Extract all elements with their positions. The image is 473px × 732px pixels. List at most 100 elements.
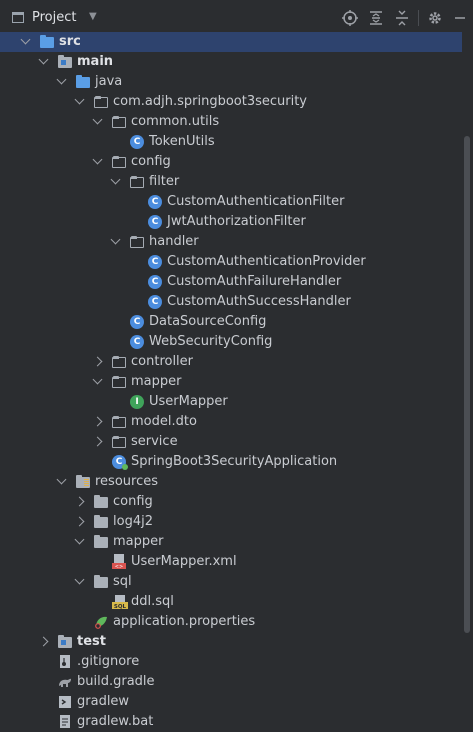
tree-node-label: gradlew.bat <box>77 714 154 729</box>
chevron-down-icon[interactable] <box>74 534 85 545</box>
chevron-down-icon[interactable] <box>56 474 67 485</box>
tree-node-label: com.adjh.springboot3security <box>113 94 308 109</box>
tree-row-mapper[interactable]: mapper <box>0 372 462 392</box>
tree-row-gradlew[interactable]: gradlew <box>0 692 462 712</box>
project-view-title[interactable]: Project <box>32 10 77 25</box>
tree-row-config[interactable]: config <box>0 152 462 172</box>
tree-row-application-properties[interactable]: application.properties <box>0 612 462 632</box>
tree-row-com-adjh-springboot3security[interactable]: com.adjh.springboot3security <box>0 92 462 112</box>
chevron-down-icon[interactable] <box>92 114 103 125</box>
tree-row-config[interactable]: config <box>0 492 462 512</box>
tree-node-label: java <box>95 74 123 89</box>
tree-row-service[interactable]: service <box>0 432 462 452</box>
class-icon: C <box>148 255 162 269</box>
tree-node-label: .gitignore <box>77 654 140 669</box>
tree-node-label: mapper <box>113 534 164 549</box>
chevron-down-icon[interactable] <box>92 374 103 385</box>
folder-icon <box>94 575 108 588</box>
chevron-down-icon[interactable] <box>92 154 103 165</box>
tree-node-label: sql <box>113 574 132 589</box>
tree-node-label: CustomAuthenticationFilter <box>167 194 345 209</box>
chevron-right-icon[interactable] <box>92 416 103 427</box>
folder-icon <box>76 75 90 88</box>
chevron-down-icon[interactable] <box>56 74 67 85</box>
text-file-icon <box>60 715 70 728</box>
tree-node-label: SpringBoot3SecurityApplication <box>131 454 338 469</box>
chevron-right-icon[interactable] <box>38 636 49 647</box>
tree-node-label: TokenUtils <box>149 134 215 149</box>
scrollbar-thumb[interactable] <box>464 136 470 633</box>
tree-node-label: mapper <box>131 374 182 389</box>
tree-row-log4j2[interactable]: log4j2 <box>0 512 462 532</box>
gear-icon[interactable] <box>426 9 444 27</box>
chevron-down-icon[interactable] <box>20 34 31 45</box>
chevron-down-icon[interactable] <box>110 174 121 185</box>
tree-node-label: UserMapper.xml <box>131 554 237 569</box>
chevron-right-icon[interactable] <box>92 436 103 447</box>
tree-row-sql[interactable]: sql <box>0 572 462 592</box>
chevron-right-icon[interactable] <box>74 516 85 527</box>
tree-row-usermapper-xml[interactable]: <> UserMapper.xml <box>0 552 462 572</box>
tree-node-label: UserMapper <box>149 394 228 409</box>
chevron-down-icon[interactable] <box>74 574 85 585</box>
chevron-down-icon[interactable] <box>74 94 85 105</box>
package-icon <box>130 176 144 188</box>
chevron-right-icon[interactable] <box>74 496 85 507</box>
minimize-icon[interactable] <box>451 9 469 27</box>
chevron-down-icon[interactable] <box>38 54 49 65</box>
gradle-elephant-icon <box>59 678 71 687</box>
folder-icon <box>94 515 108 528</box>
tree-row-tokenutils[interactable]: C TokenUtils <box>0 132 462 152</box>
tree-node-label: CustomAuthFailureHandler <box>167 274 342 289</box>
tree-node-label: ddl.sql <box>131 594 174 609</box>
project-toolbar: Project ▼ <box>0 0 473 37</box>
class-icon: C <box>148 295 162 309</box>
tree-row-main[interactable]: main <box>0 52 462 72</box>
package-icon <box>112 436 126 448</box>
tree-node-label: WebSecurityConfig <box>149 334 273 349</box>
tree-node-label: resources <box>95 474 159 489</box>
tree-row-controller[interactable]: controller <box>0 352 462 372</box>
folder-icon <box>40 35 54 48</box>
chevron-down-icon[interactable] <box>110 234 121 245</box>
tree-row-java[interactable]: java <box>0 72 462 92</box>
tree-row-common-utils[interactable]: common.utils <box>0 112 462 132</box>
package-icon <box>130 236 144 248</box>
tree-row-gradlew-bat[interactable]: gradlew.bat <box>0 712 462 732</box>
project-window-icon <box>12 12 24 23</box>
tree-row-build-gradle[interactable]: build.gradle <box>0 672 462 692</box>
tree-node-label: model.dto <box>131 414 197 429</box>
tree-row-test[interactable]: test <box>0 632 462 652</box>
toolbar-divider <box>418 10 419 26</box>
tree-row-model-dto[interactable]: model.dto <box>0 412 462 432</box>
svg-text:<>: <> <box>115 564 123 570</box>
tree-row-filter[interactable]: filter <box>0 172 462 192</box>
chevron-right-icon[interactable] <box>92 356 103 367</box>
locate-icon[interactable] <box>341 9 359 27</box>
tree-node-label: handler <box>149 234 199 249</box>
tree-row-handler[interactable]: handler <box>0 232 462 252</box>
tree-node-label: test <box>77 634 106 649</box>
collapse-all-icon[interactable] <box>393 9 411 27</box>
package-icon <box>112 156 126 168</box>
expand-all-icon[interactable] <box>367 9 385 27</box>
tree-node-label: gradlew <box>77 694 130 709</box>
tree-row-resources[interactable]: resources <box>0 472 462 492</box>
tree-row-mapper[interactable]: mapper <box>0 532 462 552</box>
tree-row-src[interactable]: src <box>0 32 462 52</box>
package-icon <box>112 116 126 128</box>
terminal-file-icon <box>59 696 71 708</box>
chevron-down-icon[interactable]: ▼ <box>89 11 97 22</box>
tree-row-gitignore[interactable]: .gitignore <box>0 652 462 672</box>
class-icon: C <box>130 135 144 149</box>
